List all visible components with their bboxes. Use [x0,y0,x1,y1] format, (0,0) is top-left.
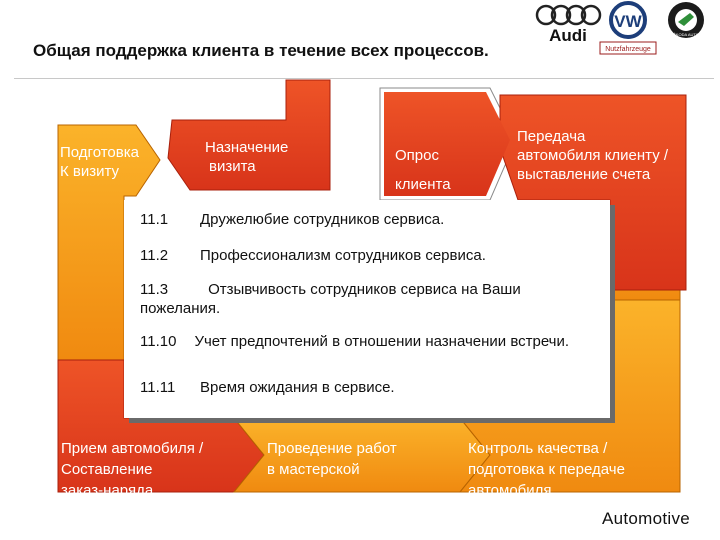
vw-logo: VW [609,1,647,39]
step-quality-control: Контроль качества /подготовка к передаче… [468,440,625,499]
survey-inner-red [384,92,510,196]
audi-logo: Audi [535,4,602,45]
handover-chevron [499,94,687,291]
skoda-ring-text: ŠKODA AUTO [673,32,699,37]
footer-wordmark: Automotive [602,509,691,528]
audi-wordmark: Audi [549,26,587,45]
vw-mark: VW [614,12,642,31]
vw-commercial-logo: Nutzfahrzeuge [599,41,657,55]
appointment-chevron [167,79,331,191]
nutzfahrzeuge-text: Nutzfahrzeuge [605,46,651,53]
bottom-right-orange-block [458,299,681,493]
skoda-logo: ŠKODA AUTO [668,2,704,38]
page-title: Общая поддержка клиента в течение всех п… [33,41,489,60]
title-divider [14,78,714,79]
